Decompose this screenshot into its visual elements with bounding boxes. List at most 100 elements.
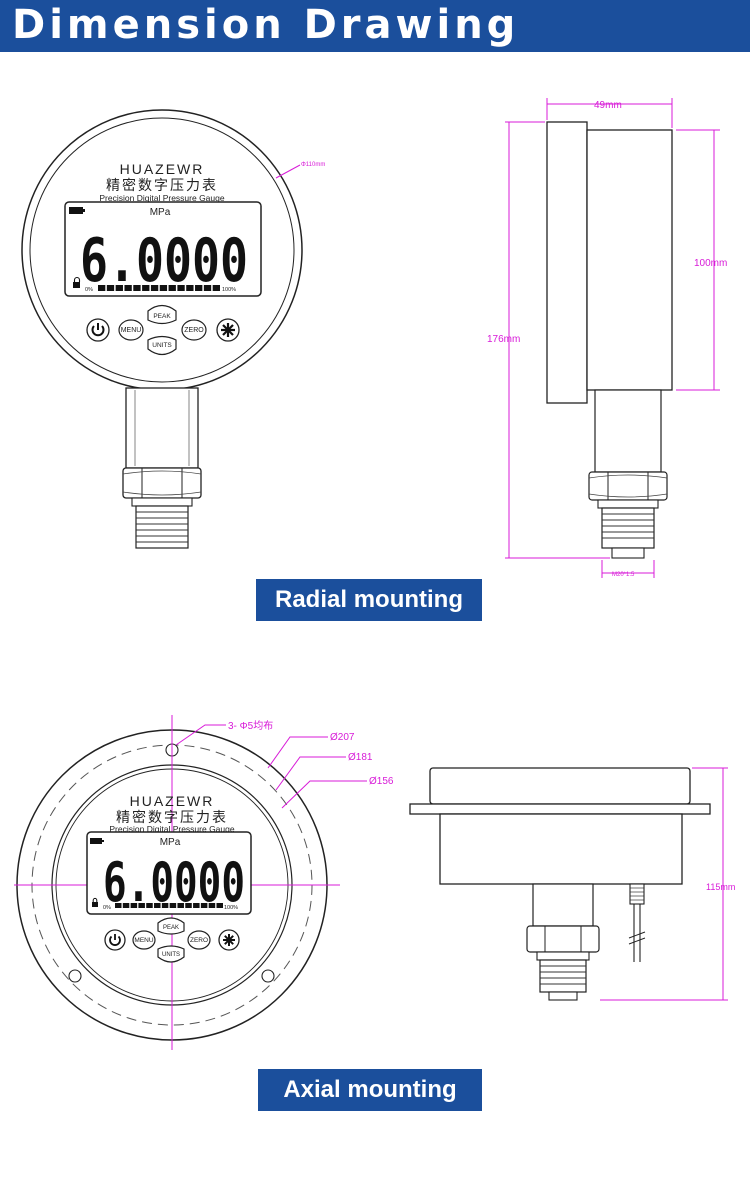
side-bezel (546, 121, 588, 404)
scale-max: 100% (222, 287, 236, 293)
progress-bar (115, 903, 223, 908)
power-icon (109, 935, 121, 946)
lock-icon (92, 902, 98, 907)
progress-segment (142, 285, 150, 291)
menu-button[interactable] (118, 319, 144, 341)
progress-segment (208, 903, 216, 908)
progress-segment (124, 285, 132, 291)
progress-segment (212, 285, 220, 291)
axial-mounting-label: Axial mounting (258, 1069, 482, 1111)
dim-d1: Ø207 (330, 732, 355, 743)
unit-text: MPa (150, 207, 171, 218)
progress-segment (115, 903, 122, 908)
side-case (586, 129, 673, 391)
subtitle-text: Precision Digital Pressure Gauge (99, 193, 224, 203)
zero-label: ZERO (184, 327, 204, 334)
lcd-screen (86, 831, 252, 915)
asterisk-icon (221, 323, 235, 337)
scale-min: 0% (85, 287, 93, 293)
battery-icon (69, 207, 83, 214)
progress-segment (138, 903, 145, 908)
units-label: UNITS (152, 342, 172, 349)
progress-segment (146, 903, 153, 908)
lcd-screen (64, 201, 262, 297)
peak-button[interactable] (147, 304, 177, 325)
mount-hole (261, 969, 275, 983)
dim-height: 115mm (706, 882, 735, 892)
progress-bar (98, 285, 220, 291)
progress-segment (200, 903, 208, 908)
radial-front-view: HUAZEWR 精密数字压力表 Precision Digital Pressu… (21, 109, 325, 549)
progress-segment (161, 903, 169, 908)
thread (135, 505, 189, 549)
zero-button[interactable] (181, 319, 207, 341)
header-bar: Dimension Drawing (0, 0, 750, 52)
brand-text: HUAZEWR (120, 161, 205, 177)
units-label: UNITS (162, 952, 180, 958)
asterisk-icon (223, 934, 235, 946)
mount-hole (68, 969, 82, 983)
bezel-inner (29, 117, 295, 383)
progress-segment (177, 903, 184, 908)
battery-icon (90, 838, 102, 844)
dim-width: 49mm (594, 100, 622, 111)
units-button[interactable] (157, 945, 185, 963)
progress-segment (203, 285, 212, 291)
progress-segment (169, 903, 177, 908)
power-icon (91, 325, 105, 337)
axial-flange (409, 803, 711, 815)
side-thread (601, 507, 655, 549)
peak-label: PEAK (153, 313, 171, 320)
subtitle-text: Precision Digital Pressure Gauge (109, 824, 234, 834)
gauge-stem (125, 387, 199, 469)
zero-button[interactable] (187, 930, 211, 950)
dim-total-height: 176mm (487, 334, 520, 345)
progress-segment (115, 285, 123, 291)
progress-segment (106, 285, 115, 291)
progress-segment (177, 285, 185, 291)
scale-max: 100% (224, 905, 238, 911)
chinese-title: 精密数字压力表 (106, 177, 218, 193)
progress-segment (122, 903, 130, 908)
menu-label: MENU (134, 937, 153, 944)
units-button[interactable] (147, 335, 177, 356)
progress-segment (130, 903, 138, 908)
zero-label: ZERO (190, 937, 208, 944)
side-stem (594, 389, 662, 473)
radial-mounting-label: Radial mounting (256, 579, 482, 621)
progress-segment (150, 285, 159, 291)
progress-segment (186, 285, 194, 291)
cable-gland (629, 883, 645, 905)
dim-d2: Ø181 (348, 752, 373, 763)
dim-holes: 3- Φ5均布 (228, 720, 273, 732)
lcd-reading: 6.0000 (80, 226, 248, 296)
dim-case-height: 100mm (694, 258, 727, 269)
drawing-canvas: HUAZEWR 精密数字压力表 Precision Digital Pressu… (14, 98, 735, 1050)
progress-segment (154, 903, 161, 908)
menu-button[interactable] (132, 930, 156, 950)
page-title: Dimension Drawing (12, 2, 520, 48)
progress-segment (193, 903, 200, 908)
axial-bezel (429, 767, 691, 805)
radial-side-view: 49mm 100mm 176mm M20*1.5 (487, 98, 727, 578)
dim-thread: M20*1.5 (612, 572, 635, 578)
peak-button[interactable] (157, 917, 185, 935)
progress-segment (159, 285, 168, 291)
axial-front-view: HUAZEWR 精密数字压力表 Precision Digital Pressu… (14, 715, 394, 1050)
dim-diameter: Φ110mm (301, 162, 325, 168)
unit-text: MPa (160, 837, 181, 848)
lock-icon (73, 282, 80, 288)
axial-thread (539, 959, 587, 993)
progress-segment (195, 285, 203, 291)
axial-case (439, 813, 683, 885)
menu-label: MENU (121, 327, 142, 334)
scale-min: 0% (103, 905, 111, 911)
axial-stem (532, 883, 594, 927)
brand-text: HUAZEWR (130, 793, 215, 809)
dim-d3: Ø156 (369, 776, 394, 787)
chinese-title: 精密数字压力表 (116, 809, 228, 825)
progress-segment (133, 285, 141, 291)
peak-label: PEAK (163, 925, 179, 931)
axial-side-view: 115mm (409, 767, 735, 1001)
progress-segment (168, 285, 176, 291)
